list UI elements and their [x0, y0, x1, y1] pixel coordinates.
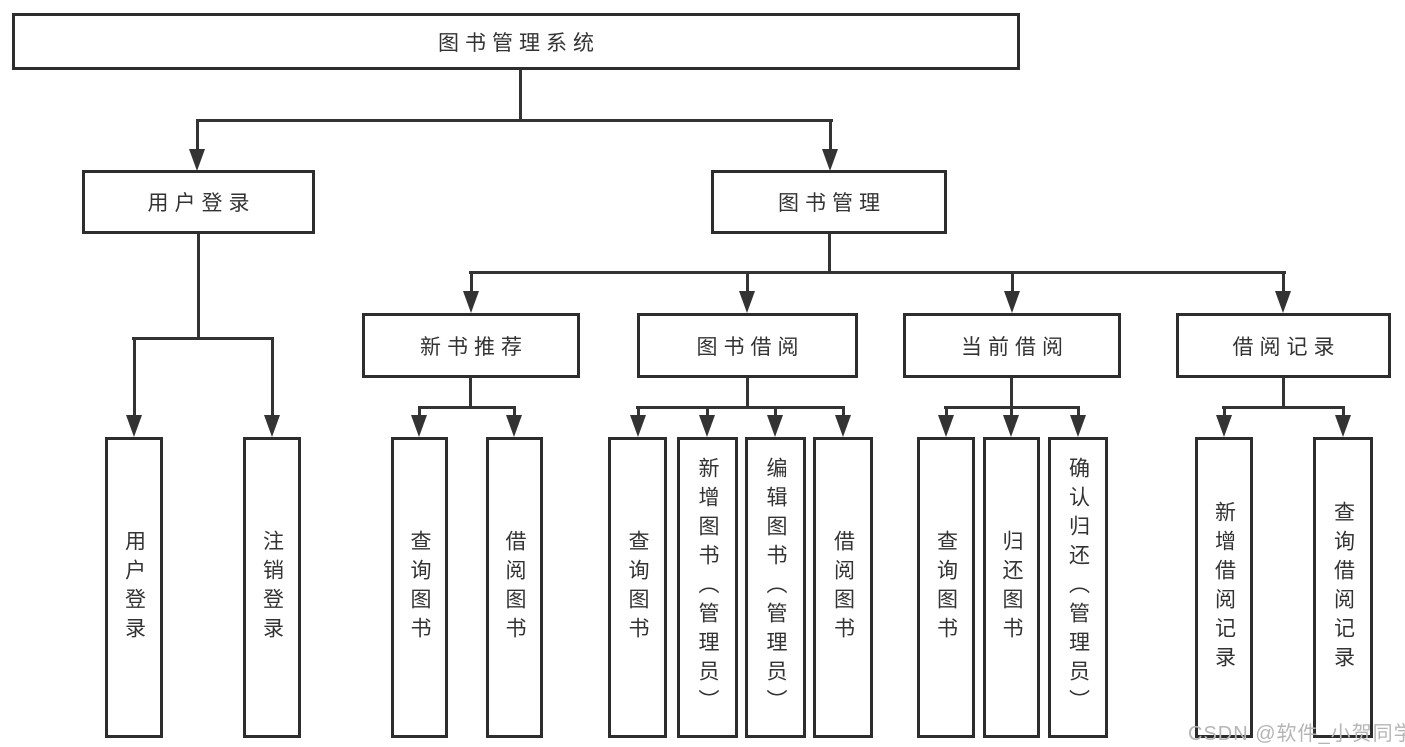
- connector-level1-bus: [196, 119, 833, 122]
- arrow-to-bb-borrow-book: [835, 406, 851, 437]
- watermark: CSDN @软件_小贺同学: [1188, 723, 1405, 745]
- node-library-management-system: 图书管理系统: [12, 13, 1020, 70]
- connector-user-login-bus: [132, 337, 274, 340]
- node-label: 借阅图书: [831, 529, 855, 646]
- node-label: 借阅图书: [503, 529, 526, 646]
- node-rec-borrow-book: 借阅图书: [486, 437, 543, 738]
- connector-new-book-rec-bus: [418, 406, 516, 409]
- arrow-to-rec-borrow-book: [506, 406, 522, 437]
- arrow-to-logout: [264, 337, 280, 437]
- arrow-to-bb-edit-book: [767, 406, 783, 437]
- node-label: 注销登录: [260, 529, 284, 646]
- node-br-add-record: 新增借阅记录: [1195, 437, 1253, 738]
- arrow-to-user-login: [189, 119, 205, 171]
- node-book-borrowing: 图书借阅: [637, 313, 858, 378]
- connector-book-mgmt-stem: [828, 234, 831, 272]
- arrow-to-book-borrowing: [739, 271, 755, 313]
- node-label: 查询图书: [934, 529, 958, 646]
- node-current-borrowing: 当前借阅: [903, 313, 1121, 378]
- arrow-to-cb-return-book: [1003, 406, 1019, 437]
- node-label: 用户登录: [122, 529, 146, 646]
- node-label: 新增借阅记录: [1212, 500, 1236, 675]
- node-label: 归还图书: [1000, 529, 1023, 646]
- connector-current-borrow-stem: [1010, 377, 1013, 407]
- arrow-to-cb-query-book: [938, 406, 954, 437]
- node-label: 图书借阅: [696, 335, 805, 359]
- connector-book-borrow-bus: [636, 406, 845, 409]
- node-bb-borrow-book: 借阅图书: [813, 437, 873, 738]
- node-label: 查询借阅记录: [1331, 500, 1355, 675]
- arrow-to-bb-add-book: [699, 406, 715, 437]
- node-cb-query-book: 查询图书: [917, 437, 975, 738]
- node-cb-confirm-return: 确认归还（管理员）: [1048, 437, 1108, 738]
- node-label: 图书管理系统: [438, 31, 600, 55]
- arrow-to-bb-query-book: [630, 406, 646, 437]
- connector-user-login-stem: [197, 234, 200, 338]
- node-label: 确认归还（管理员）: [1066, 457, 1090, 718]
- node-label: 用户登录: [147, 192, 256, 215]
- connector-root-stem: [519, 70, 522, 120]
- connector-book-borrow-stem: [746, 377, 749, 407]
- arrow-to-cb-confirm-return: [1070, 406, 1086, 437]
- node-rec-query-book: 查询图书: [391, 437, 448, 738]
- node-label: 编辑图书（管理员）: [764, 457, 787, 718]
- connector-borrow-record-bus: [1222, 406, 1345, 409]
- arrow-to-book-management: [822, 119, 838, 171]
- arrow-to-current-borrowing: [1004, 271, 1020, 313]
- arrow-to-login: [126, 337, 142, 437]
- connector-borrow-record-stem: [1282, 377, 1285, 407]
- node-label: 新增图书（管理员）: [696, 457, 719, 718]
- node-book-management: 图书管理: [711, 170, 947, 234]
- node-borrow-records: 借阅记录: [1176, 313, 1391, 378]
- node-br-query-record: 查询借阅记录: [1313, 437, 1373, 738]
- arrow-to-rec-query-book: [411, 406, 427, 437]
- node-bb-query-book: 查询图书: [608, 437, 667, 738]
- arrow-to-br-query-record: [1335, 406, 1351, 437]
- arrow-to-br-add-record: [1216, 406, 1232, 437]
- node-leaf-logout: 注销登录: [243, 437, 301, 738]
- node-label: 新书推荐: [420, 335, 528, 359]
- connector-book-mgmt-bus: [469, 271, 1286, 274]
- connector-new-book-rec-stem: [469, 377, 472, 407]
- node-bb-edit-book: 编辑图书（管理员）: [745, 437, 806, 738]
- node-label: 当前借阅: [961, 335, 1069, 359]
- node-user-login: 用户登录: [82, 170, 315, 234]
- node-new-book-recommend: 新书推荐: [362, 313, 580, 378]
- node-label: 借阅记录: [1232, 335, 1341, 359]
- node-leaf-user-login: 用户登录: [105, 437, 163, 738]
- arrow-to-borrow-records: [1275, 271, 1291, 313]
- node-label: 查询图书: [626, 529, 649, 646]
- node-cb-return-book: 归还图书: [983, 437, 1040, 738]
- node-label: 图书管理: [778, 192, 886, 215]
- node-bb-add-book: 新增图书（管理员）: [677, 437, 738, 738]
- node-label: 查询图书: [408, 529, 431, 646]
- arrow-to-new-book-recommend: [463, 271, 479, 313]
